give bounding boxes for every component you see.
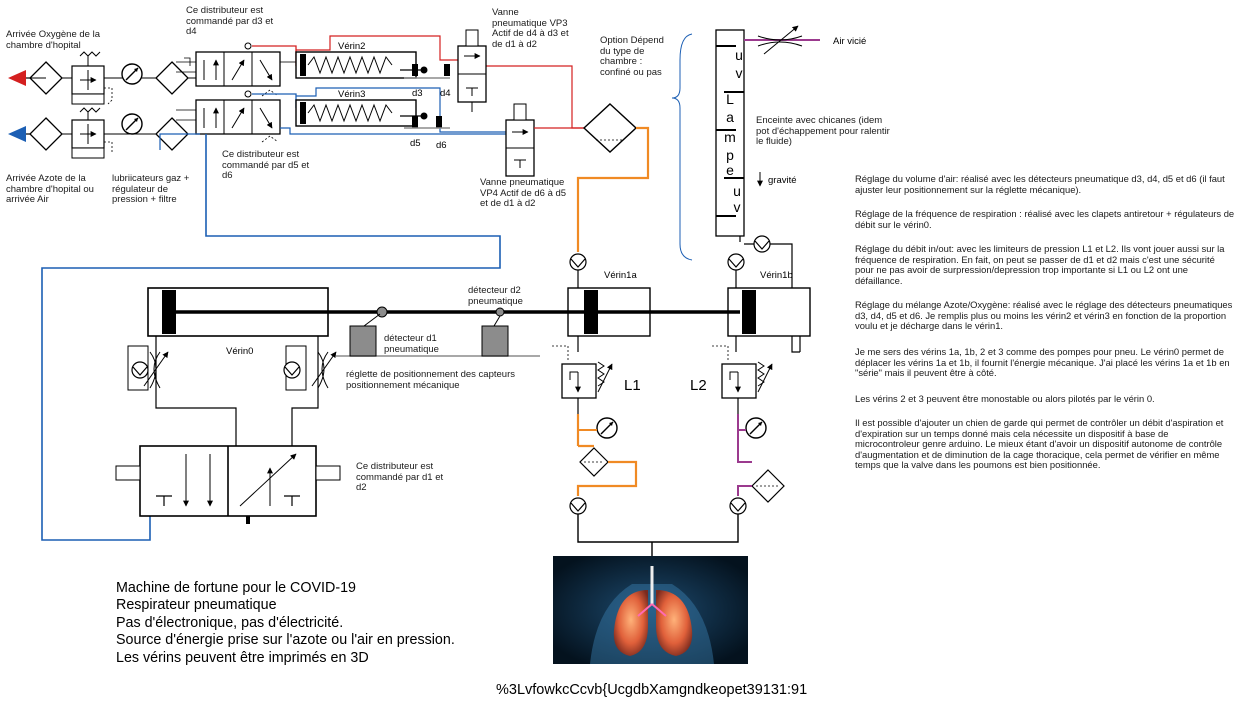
verin0-cylinder [147, 287, 740, 446]
nitrogen-inlet-note: Arrivée Azote de la chambre d'hopital ou… [6, 173, 94, 206]
nitrogen-gauge-icon [121, 113, 143, 135]
distributor-top-note: Ce distributeur est commandé par d3 et d… [186, 5, 274, 38]
nitrogen-filter-icon [29, 117, 63, 151]
vp3-note: Vanne pneumatique VP3 Actif de d4 à d3 e… [492, 7, 569, 50]
air-vicie-label: Air vicié [833, 36, 866, 47]
lamp-letter: u [735, 47, 743, 63]
verin2-cylinder [295, 51, 450, 79]
sensor-d2 [481, 315, 509, 357]
verin2-label: Vérin2 [338, 41, 365, 52]
right-paragraph: Réglage de la fréquence de respiration :… [855, 208, 1235, 230]
d3-label: d3 [412, 88, 423, 99]
summary-line: Machine de fortune pour le COVID-19 [116, 580, 356, 596]
right-paragraph: Réglage du mélange Azote/Oxygène: réalis… [855, 299, 1233, 332]
right-paragraph: Il est possible d'ajouter un chien de ga… [855, 417, 1224, 471]
summary-line: Les vérins peuvent être imprimés en 3D [116, 649, 369, 666]
lamp-letter: a [726, 109, 734, 125]
detecteur-d2-note: détecteur d2 pneumatique [468, 285, 523, 307]
summary-line: Pas d'électronique, pas d'électricité. [116, 614, 344, 631]
right-paragraph: Réglage du débit in/out: avec les limite… [855, 243, 1225, 286]
lamp-letter: p [726, 147, 734, 163]
verin3-cylinder [295, 99, 450, 129]
d5-label: d5 [410, 138, 421, 149]
gravite-label: gravité [768, 175, 797, 186]
right-paragraph: Les vérins 2 et 3 peuvent être monostabl… [855, 393, 1155, 404]
distributor-bottom [115, 445, 341, 524]
right-paragraph: Réglage du volume d'air: réalisé avec le… [855, 173, 1225, 195]
distributor-bottom-note: Ce distributeur est commandé par d1 et d… [356, 461, 444, 494]
verin1b-cylinder [727, 287, 811, 352]
limiter-l2 [712, 345, 785, 515]
reglette-note: réglette de positionnement des capteurs … [346, 369, 515, 391]
l1-label: L1 [624, 377, 641, 394]
lamp-letter: m [724, 129, 736, 145]
oxygen-supply [8, 51, 196, 105]
verin1b-label: Vérin1b [760, 270, 793, 281]
nitrogen-inlet-arrow-icon [8, 126, 26, 142]
distributor-mid [176, 90, 281, 143]
summary-line: Source d'énergie prise sur l'azote ou l'… [116, 632, 455, 649]
lungs-icon [553, 556, 748, 664]
detecteur-d1-note: détecteur d1 pneumatique [384, 333, 439, 355]
verin0-label: Vérin0 [226, 346, 253, 357]
option-note: Option Dépend du type de chambre : confi… [600, 35, 664, 78]
lamp-letter: v [734, 199, 741, 215]
lamp-letter: v [736, 65, 743, 81]
l2-gauge-icon [745, 417, 767, 439]
lamp-letter: e [726, 162, 734, 178]
l2-label: L2 [690, 377, 707, 394]
distributor-mid-note: Ce distributeur est commandé par d5 et d… [222, 149, 310, 182]
verin3-label: Vérin3 [338, 89, 365, 100]
summary-block: Machine de fortune pour le COVID-19 Resp… [116, 580, 455, 667]
d4-label: d4 [440, 88, 451, 99]
oxygen-inlet-arrow-icon [8, 70, 26, 86]
oxygen-inlet-note: Arrivée Oxygène de la chambre d'hopital [6, 29, 100, 51]
lamp-letters: u v L a m p e u v [724, 47, 743, 215]
lamp-letter: L [726, 91, 734, 107]
l1-gauge-icon [596, 417, 618, 439]
nitrogen-supply [8, 107, 196, 159]
summary-line: Respirateur pneumatique [116, 597, 277, 614]
verin1a-label: Vérin1a [604, 270, 637, 281]
vp4-note: Vanne pneumatique VP4 Actif de d6 à d5 e… [480, 177, 567, 210]
sensor-d1 [349, 313, 381, 357]
vp3-valve [457, 29, 487, 112]
verin1a-cylinder [567, 287, 651, 352]
enceinte-note: Enceinte avec chicanes (idem pot d'échap… [756, 115, 890, 148]
distributor-top [176, 42, 296, 97]
d6-label: d6 [436, 140, 447, 151]
lamp-letter: u [733, 183, 741, 199]
verin0-regulators [127, 345, 337, 391]
vp4-valve [505, 103, 588, 177]
lubricators-note: lubriicateurs gaz + régulateur de pressi… [112, 173, 190, 206]
right-paragraph: Je me sers des vérins 1a, 1b, 2 et 3 com… [855, 346, 1230, 379]
oxygen-filter2-icon [155, 61, 189, 95]
limiter-l1 [552, 345, 638, 515]
oxygen-gauge-icon [121, 63, 143, 85]
caption: %3LvfowkcCcvb{UcgdbXamgndkeopet39131:91 [496, 682, 808, 698]
option-filter [569, 103, 650, 288]
